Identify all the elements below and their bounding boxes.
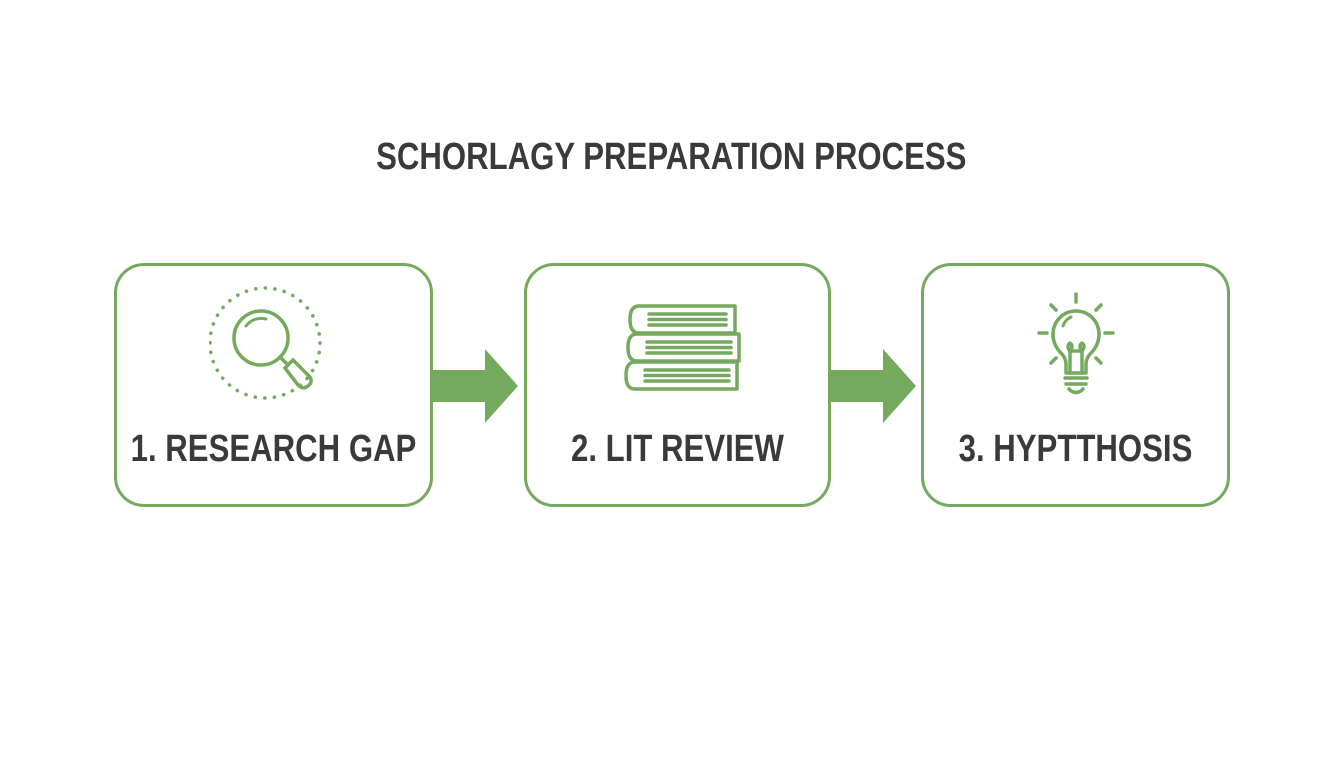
step-lit-review: 2. LIT REVIEW xyxy=(524,263,831,507)
diagram-title: SCHORLAGY PREPARATION PROCESS xyxy=(376,136,967,178)
magnifying-glass-icon xyxy=(208,286,322,400)
arrow-right-icon xyxy=(828,349,916,423)
books-stack-icon xyxy=(623,304,741,391)
step-label: 3. HYPTTHOSIS xyxy=(958,428,1193,470)
step-label: 2. LIT REVIEW xyxy=(571,428,784,470)
lightbulb-icon xyxy=(1036,292,1115,395)
step-research-gap: 1. RESEARCH GAP xyxy=(114,263,433,507)
arrow-right-icon xyxy=(430,349,518,423)
step-hypothesis: 3. HYPTTHOSIS xyxy=(921,263,1230,507)
step-label: 1. RESEARCH GAP xyxy=(130,428,417,470)
